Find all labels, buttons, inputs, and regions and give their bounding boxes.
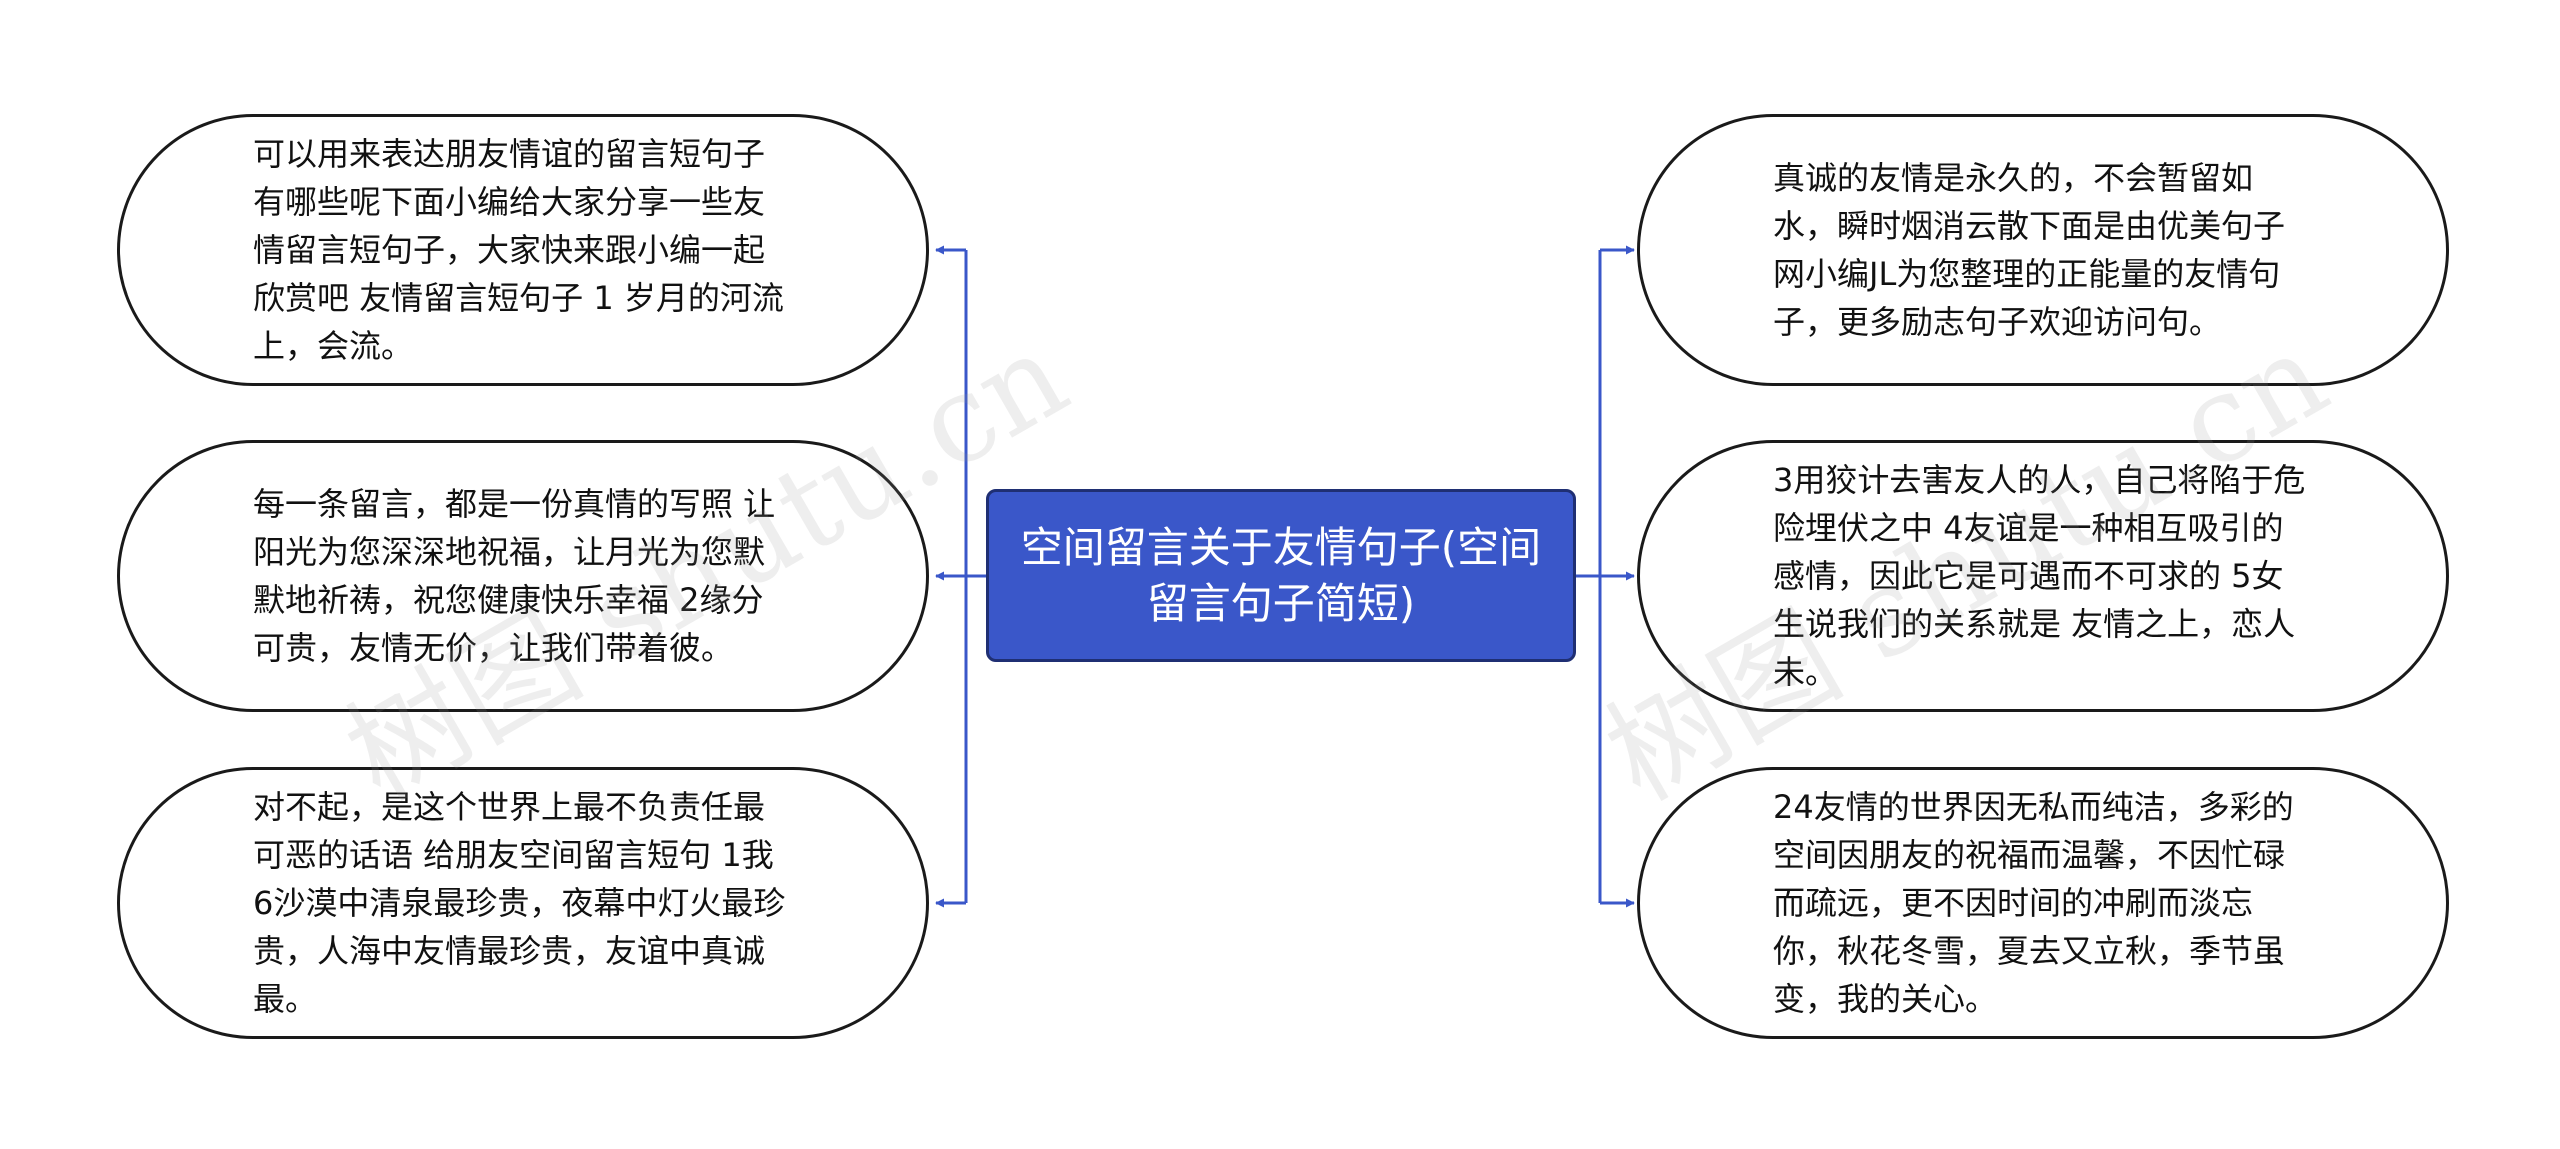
left-node-2[interactable]: 每一条留言，都是一份真情的写照 让阳光为您深深地祝福，让月光为您默默地祈祷，祝您…: [117, 440, 929, 712]
right-node-3[interactable]: 24友情的世界因无私而纯洁，多彩的空间因朋友的祝福而温馨，不因忙碌而疏远，更不因…: [1637, 767, 2449, 1039]
left-node-1-text: 可以用来表达朋友情谊的留言短句子有哪些呢下面小编给大家分享一些友情留言短句子，大…: [253, 135, 784, 365]
center-topic-node[interactable]: 空间留言关于友情句子(空间留言句子简短): [986, 489, 1576, 662]
right-node-2[interactable]: 3用狡计去害友人的人，自己将陷于危险埋伏之中 4友谊是一种相互吸引的感情，因此它…: [1637, 440, 2449, 712]
left-node-3-text: 对不起，是这个世界上最不负责任最可恶的话语 给朋友空间留言短句 1我 6沙漠中清…: [253, 788, 786, 1018]
right-node-1[interactable]: 真诚的友情是永久的，不会暂留如水，瞬时烟消云散下面是由优美句子网小编JL为您整理…: [1637, 114, 2449, 386]
left-node-2-text: 每一条留言，都是一份真情的写照 让阳光为您深深地祝福，让月光为您默默地祈祷，祝您…: [253, 485, 776, 667]
left-node-1[interactable]: 可以用来表达朋友情谊的留言短句子有哪些呢下面小编给大家分享一些友情留言短句子，大…: [117, 114, 929, 386]
right-node-3-text: 24友情的世界因无私而纯洁，多彩的空间因朋友的祝福而温馨，不因忙碌而疏远，更不因…: [1773, 788, 2294, 1018]
right-node-1-text: 真诚的友情是永久的，不会暂留如水，瞬时烟消云散下面是由优美句子网小编JL为您整理…: [1773, 159, 2286, 341]
left-node-3[interactable]: 对不起，是这个世界上最不负责任最可恶的话语 给朋友空间留言短句 1我 6沙漠中清…: [117, 767, 929, 1039]
center-topic-title: 空间留言关于友情句子(空间留言句子简短): [1020, 522, 1542, 628]
right-node-2-text: 3用狡计去害友人的人，自己将陷于危险埋伏之中 4友谊是一种相互吸引的感情，因此它…: [1773, 461, 2306, 691]
